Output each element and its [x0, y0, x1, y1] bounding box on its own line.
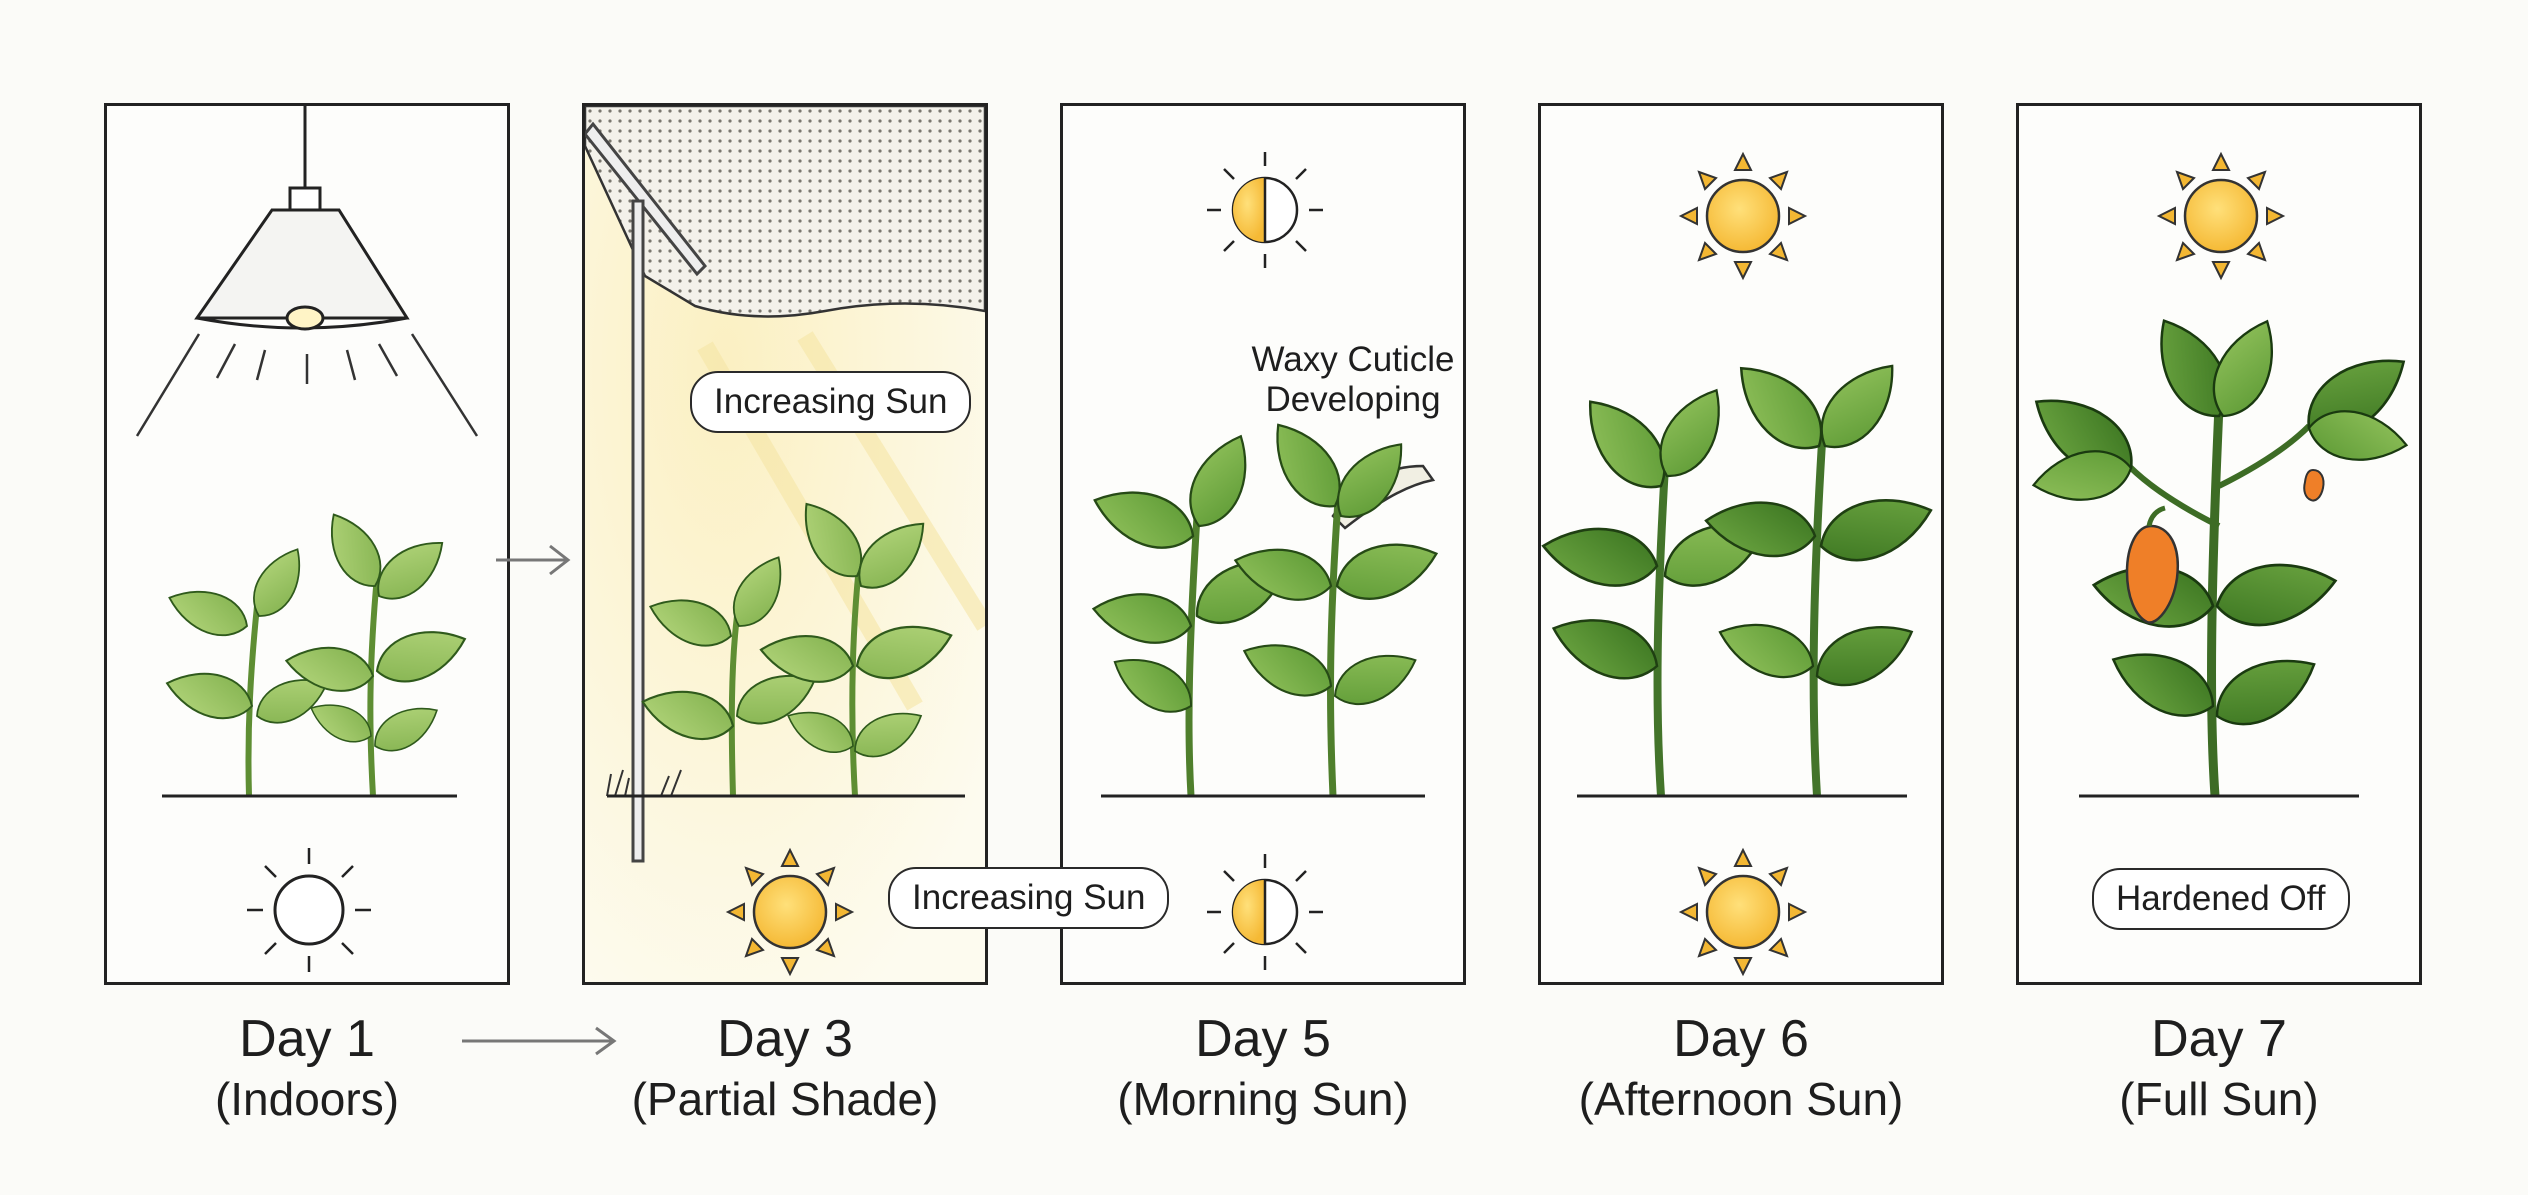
seedlings — [160, 503, 474, 797]
pepper-fruit-icon — [2125, 468, 2325, 624]
condition-label: (Indoors) — [214, 1073, 400, 1125]
condition-label: (Morning Sun) — [1117, 1073, 1409, 1125]
seedlings — [635, 490, 960, 797]
caption-day-3: Day 3 (Partial Shade) — [555, 1008, 1015, 1128]
panel-day-3 — [582, 103, 988, 985]
increasing-sun-label-bottom: Increasing Sun — [888, 867, 1170, 929]
waxy-cuticle-callout: Waxy Cuticle Developing — [1251, 340, 1455, 419]
hanging-lamp-icon — [194, 106, 410, 331]
panel-day-1 — [104, 103, 510, 985]
half-sun-icon — [1207, 152, 1323, 268]
day-label: Day 7 — [2151, 1010, 2287, 1068]
panel-day-6 — [1538, 103, 1944, 985]
caption-day-5: Day 5 (Morning Sun) — [1033, 1008, 1493, 1128]
sun-icon — [1678, 847, 1808, 977]
caption-day-1: Day 1 (Indoors) — [77, 1008, 537, 1128]
sun-icon — [2156, 151, 2286, 281]
shade-scene — [585, 106, 985, 982]
increasing-sun-label-top: Increasing Sun — [690, 371, 972, 433]
half-sun-icon — [1207, 854, 1323, 970]
pepper-plant — [2019, 306, 2419, 797]
caption-day-6: Day 6 (Afternoon Sun) — [1511, 1008, 1971, 1128]
plants — [1085, 410, 1446, 797]
grass — [606, 769, 682, 797]
indoor-scene — [135, 106, 479, 972]
panel-day-7 — [2016, 103, 2422, 985]
full-sun-scene — [2019, 151, 2419, 798]
afternoon-scene — [1541, 151, 1941, 977]
arrow-icon — [496, 544, 571, 576]
day-label: Day 1 — [239, 1010, 375, 1068]
condition-label: (Partial Shade) — [631, 1073, 939, 1125]
condition-label: (Afternoon Sun) — [1578, 1073, 1904, 1125]
plants — [1541, 348, 1941, 797]
panel-day-5 — [1060, 103, 1466, 985]
hardened-off-label: Hardened Off — [2092, 868, 2350, 930]
sun-icon — [1678, 151, 1808, 281]
day-label: Day 5 — [1195, 1010, 1331, 1068]
sun-icon — [725, 847, 855, 977]
light-rays — [135, 333, 479, 437]
condition-label: (Full Sun) — [2119, 1073, 2319, 1125]
shade-frame — [585, 121, 708, 863]
caption-day-7: Day 7 (Full Sun) — [1989, 1008, 2449, 1128]
arrow-icon — [462, 1026, 617, 1056]
shade-cloth — [585, 106, 985, 318]
morning-scene — [1085, 152, 1446, 970]
day-label: Day 3 — [717, 1010, 853, 1068]
day-label: Day 6 — [1673, 1010, 1809, 1068]
sun-outline-icon — [247, 848, 371, 972]
